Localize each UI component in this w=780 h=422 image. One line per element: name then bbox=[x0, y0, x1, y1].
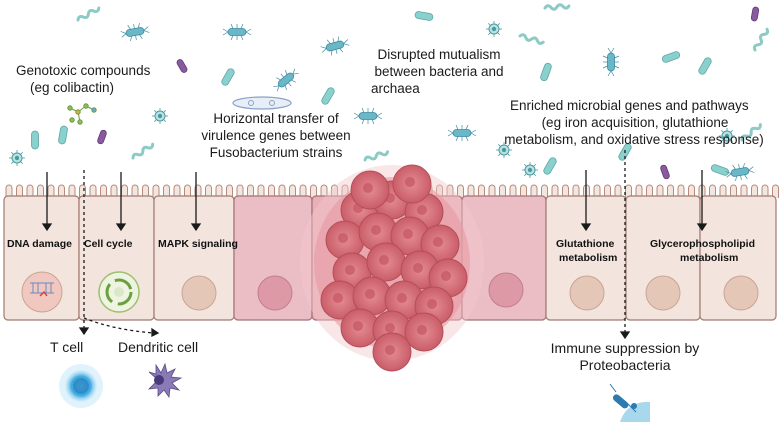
tumor-nucleus bbox=[333, 293, 343, 303]
glycero-label-1: Glycerophospholipid bbox=[650, 238, 756, 250]
tumor-nucleus bbox=[413, 263, 423, 273]
tumor-nucleus bbox=[379, 255, 389, 265]
tumor-nucleus bbox=[365, 289, 375, 299]
plasmid-icon bbox=[232, 96, 292, 110]
horizontal-line-1: Horizontal transfer of bbox=[213, 111, 339, 126]
glycero-label-2: metabolism bbox=[680, 252, 739, 264]
arrows bbox=[41, 150, 708, 340]
genotoxic-label: Genotoxic compounds bbox=[16, 63, 151, 78]
t-cell-label: T cell bbox=[50, 339, 84, 355]
proteobacteria-icon bbox=[609, 383, 650, 422]
colibactin-molecule-icon bbox=[67, 103, 97, 125]
tumor-nucleus bbox=[345, 265, 355, 275]
glutathione-label-2: metabolism bbox=[559, 252, 618, 264]
tumor-nucleus bbox=[417, 205, 427, 215]
tumor-nucleus bbox=[441, 271, 451, 281]
tumor-nucleus bbox=[405, 177, 415, 187]
tumor-nucleus bbox=[385, 345, 395, 355]
t-cell-icon bbox=[59, 364, 103, 408]
horizontal-line-2: virulence genes between bbox=[201, 128, 351, 143]
tumor-nucleus bbox=[433, 237, 443, 247]
tumor-nucleus bbox=[338, 233, 348, 243]
genotoxic-eg-label: (eg colibactin) bbox=[30, 80, 115, 95]
tumor-mass bbox=[300, 164, 484, 372]
mutualism-line-2: between bacteria and bbox=[374, 64, 504, 79]
tumor-nucleus bbox=[353, 321, 363, 331]
tumor-nucleus bbox=[427, 299, 437, 309]
dendritic-cell-icon bbox=[147, 362, 183, 399]
tumor-nucleus bbox=[363, 183, 373, 193]
enriched-line-1: Enriched microbial genes and pathways bbox=[510, 98, 749, 113]
mapk-label: MAPK signaling bbox=[158, 238, 238, 250]
mutualism-line-1: Disrupted mutualism bbox=[377, 47, 501, 62]
bacteria-cloud bbox=[8, 2, 771, 184]
tumor-nucleus bbox=[417, 325, 427, 335]
immune-label-1: Immune suppression by bbox=[550, 340, 700, 356]
dendritic-cell-label: Dendritic cell bbox=[118, 339, 199, 355]
tumor-nucleus bbox=[403, 229, 413, 239]
enriched-line-2: (eg iron acquisition, glutathione bbox=[541, 115, 729, 130]
mutualism-line-3: archaea bbox=[371, 81, 420, 96]
tumor-nucleus bbox=[397, 293, 407, 303]
tumor-nucleus bbox=[385, 323, 395, 333]
enriched-line-3: metabolism, and oxidative stress respons… bbox=[504, 132, 764, 147]
cell-cycle-label: Cell cycle bbox=[84, 238, 133, 250]
tumor-nucleus bbox=[371, 225, 381, 235]
dna-nucleus bbox=[21, 271, 63, 313]
dna-damage-label: DNA damage bbox=[7, 238, 72, 250]
immune-label-2: Proteobacteria bbox=[579, 357, 671, 373]
glutathione-label-1: Glutathione bbox=[556, 238, 615, 250]
nuclei bbox=[21, 271, 759, 313]
horizontal-line-3: Fusobacterium strains bbox=[209, 145, 343, 160]
